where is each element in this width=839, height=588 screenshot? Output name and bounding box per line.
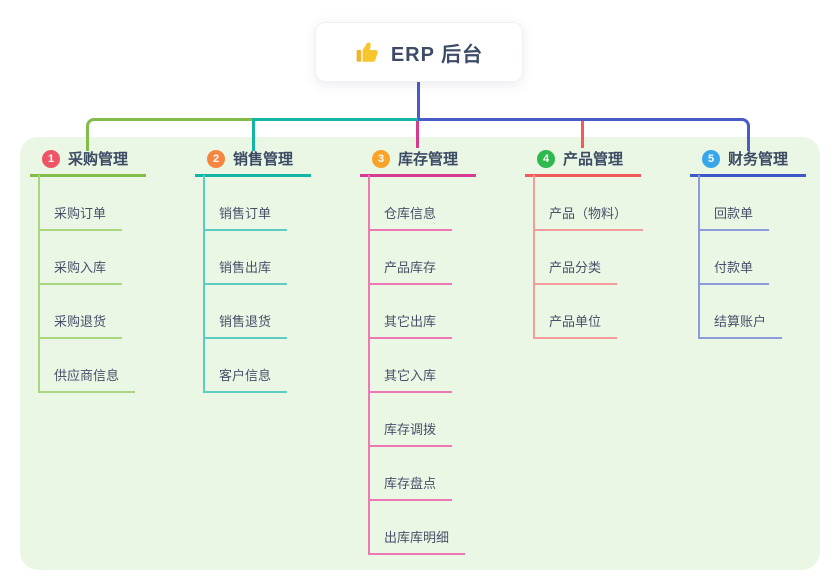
branch-label-text: 财务管理 <box>728 151 789 168</box>
bus-line-branch1 <box>86 118 253 151</box>
branch-label-text: 采购管理 <box>68 151 129 168</box>
root-node[interactable]: ERP 后台 <box>315 22 523 82</box>
leaf-node[interactable]: 产品分类 <box>533 257 618 285</box>
branch-number-badge: 4 <box>537 149 555 168</box>
branch-node-finance[interactable]: 5 财务管理 <box>690 146 806 177</box>
branch-label-text: 库存管理 <box>398 151 459 168</box>
leaf-node[interactable]: 其它入库 <box>368 365 453 393</box>
leaf-node[interactable]: 库存调拨 <box>368 419 453 447</box>
leaf-node[interactable]: 客户信息 <box>203 365 288 393</box>
leaf-node[interactable]: 销售退货 <box>203 311 288 339</box>
leaf-node[interactable]: 供应商信息 <box>38 365 136 393</box>
branch-sales: 2 销售管理 销售订单 销售出库 销售退货 客户信息 <box>195 146 363 393</box>
leaf-node[interactable]: 产品库存 <box>368 257 453 285</box>
drop-line-branch3 <box>416 121 419 148</box>
leaf-node[interactable]: 其它出库 <box>368 311 453 339</box>
leaf-node[interactable]: 结算账户 <box>698 311 783 339</box>
branch-node-inventory[interactable]: 3 库存管理 <box>360 146 476 177</box>
thumbs-up-icon <box>356 42 378 62</box>
branch-node-sales[interactable]: 2 销售管理 <box>195 146 311 177</box>
root-node-title: ERP 后台 <box>390 43 484 66</box>
branch-number-badge: 5 <box>702 149 720 168</box>
branch-purchase: 1 采购管理 采购订单 采购入库 采购退货 供应商信息 <box>30 146 198 393</box>
branch-rail-line <box>38 175 40 391</box>
branch-rail-line <box>203 175 205 391</box>
bus-line-branch5 <box>418 118 750 151</box>
branch-node-purchase[interactable]: 1 采购管理 <box>30 146 146 177</box>
leaf-node[interactable]: 回款单 <box>698 203 770 231</box>
branch-rail-line <box>368 175 370 553</box>
branch-number-badge: 2 <box>207 149 225 168</box>
leaf-node[interactable]: 付款单 <box>698 257 770 285</box>
drop-line-branch4 <box>581 121 584 148</box>
leaf-node[interactable]: 产品（物料） <box>533 203 644 231</box>
branch-number-badge: 1 <box>42 149 60 168</box>
leaf-node[interactable]: 采购订单 <box>38 203 123 231</box>
leaf-node[interactable]: 销售订单 <box>203 203 288 231</box>
branch-label-text: 产品管理 <box>563 151 624 168</box>
leaf-node[interactable]: 仓库信息 <box>368 203 453 231</box>
branches-panel <box>20 137 820 570</box>
branch-label-text: 销售管理 <box>233 151 294 168</box>
leaf-node[interactable]: 产品单位 <box>533 311 618 339</box>
leaf-node[interactable]: 采购入库 <box>38 257 123 285</box>
branch-finance: 5 财务管理 回款单 付款单 结算账户 <box>690 146 839 339</box>
leaf-node[interactable]: 库存盘点 <box>368 473 453 501</box>
branch-rail-line <box>698 175 700 337</box>
bus-line-branch2 <box>252 118 418 151</box>
branch-rail-line <box>533 175 535 337</box>
branch-node-product[interactable]: 4 产品管理 <box>525 146 641 177</box>
branch-inventory: 3 库存管理 仓库信息 产品库存 其它出库 其它入库 库存调拨 库存盘点 出库库… <box>360 146 528 555</box>
branch-number-badge: 3 <box>372 149 390 168</box>
branch-product: 4 产品管理 产品（物料） 产品分类 产品单位 <box>525 146 693 339</box>
root-connector-line <box>417 81 420 119</box>
leaf-node[interactable]: 出库库明细 <box>368 527 466 555</box>
leaf-node[interactable]: 销售出库 <box>203 257 288 285</box>
leaf-node[interactable]: 采购退货 <box>38 311 123 339</box>
